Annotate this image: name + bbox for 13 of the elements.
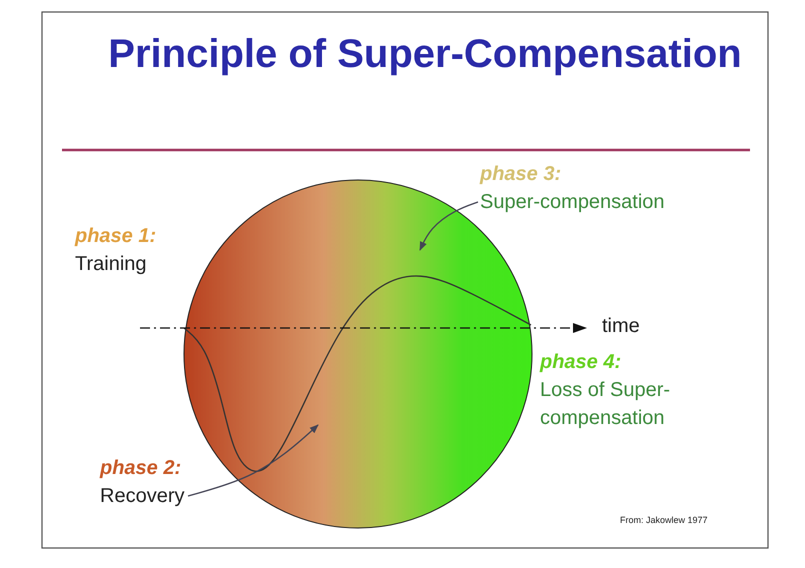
phase-heading: phase 2: [100, 456, 182, 481]
leader-arrow [419, 201, 478, 251]
axis-label: time [602, 315, 640, 338]
title: Principle of Super-Compensation [108, 32, 742, 76]
phase-heading: phase 3: [480, 162, 562, 187]
source-note: From: Jakowlew 1977 [620, 515, 708, 525]
phase-name: Recovery [100, 484, 184, 509]
phase-name: Loss of Super-compensation [540, 378, 672, 431]
phase-heading: phase 1: [75, 224, 156, 249]
phase-heading: phase 4: [540, 350, 622, 375]
leader-arrow [188, 424, 319, 497]
phase-name: Super-compensation [480, 190, 665, 215]
phase-name: Training [75, 252, 148, 277]
